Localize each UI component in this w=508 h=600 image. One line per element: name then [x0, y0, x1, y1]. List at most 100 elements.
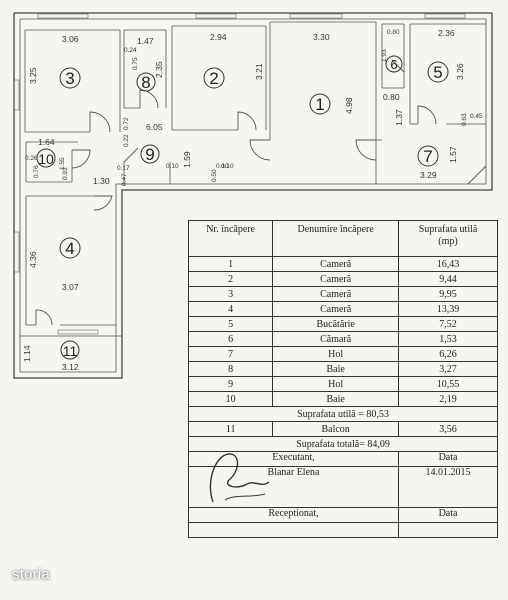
dim-r10-width: 1.64 [38, 137, 55, 147]
room-marker-9: 9 [140, 144, 160, 164]
svg-text:3: 3 [65, 69, 74, 88]
cell-nr: 8 [187, 361, 274, 377]
door-swings [35, 59, 487, 326]
svg-text:1: 1 [315, 95, 324, 114]
dim-r8-height: 2.35 [154, 61, 164, 78]
svg-text:2: 2 [209, 69, 218, 88]
cell-nr: 7 [187, 346, 274, 362]
dim-r11-height: 1.14 [22, 345, 32, 362]
dimension-labels: 3.06 3.25 1.47 0.24 0.75 2.35 2.94 3.21 … [22, 28, 483, 372]
cell-nr: 6 [187, 331, 274, 347]
cell-area: 3,56 [398, 421, 498, 437]
room-marker-2: 2 [203, 67, 225, 89]
dim-r7-width: 3.29 [420, 170, 437, 180]
dim-r1-height: 4.98 [344, 97, 354, 114]
cell-area: 10,55 [398, 376, 498, 392]
svg-text:4: 4 [65, 239, 74, 258]
dim-r8-width: 1.47 [137, 36, 154, 46]
svg-text:7: 7 [423, 147, 432, 166]
dim-r10-a: 0.26 [25, 155, 38, 162]
dim-r8-b: 0.75 [132, 57, 139, 70]
executant-name: Blanar Elena [187, 466, 400, 508]
cell-name: Hol [272, 376, 400, 392]
svg-text:11: 11 [63, 343, 78, 359]
interior-walls [20, 21, 486, 337]
dim-r7-b: 1.37 [394, 109, 404, 126]
cell-name: Cameră [272, 286, 400, 302]
header-area-label: Suprafata utilă [418, 224, 478, 235]
cell-name: Balcon [272, 421, 400, 437]
cell-nr: 10 [187, 391, 274, 407]
dim-r5-height: 3.26 [455, 63, 465, 80]
room-area-table: Nr. încăpere Denumire încăpere Suprafata… [187, 220, 498, 538]
dim-hall-e: 0.50 [211, 169, 218, 182]
header-name: Denumire încăpere [272, 220, 400, 257]
cell-area: 2,19 [398, 391, 498, 407]
cell-nr: 3 [187, 286, 274, 302]
room-marker-1: 1 [309, 93, 331, 115]
room-marker-3: 3 [59, 67, 81, 89]
svg-text:8: 8 [141, 73, 150, 92]
cell-name: Hol [272, 346, 400, 362]
dim-r10-c: 0.76 [33, 165, 40, 178]
room-marker-11: 11 [60, 340, 80, 360]
header-area-unit: (mp) [438, 236, 458, 247]
dim-r11-width: 3.12 [62, 362, 79, 372]
dim-r5-width: 2.36 [438, 28, 455, 38]
dim-r6-height: 1.93 [381, 49, 388, 62]
cell-name: Cameră [272, 271, 400, 287]
cell-nr: 4 [187, 301, 274, 317]
dim-r3-width: 3.06 [62, 34, 79, 44]
svg-text:5: 5 [433, 63, 442, 82]
dim-r8-a: 0.24 [124, 47, 137, 54]
executant-date: 14.01.2015 [398, 466, 498, 508]
dim-hall-d: 0.10 [216, 163, 229, 170]
dim-r9-b: 0.22 [123, 134, 130, 147]
table-row: 11 Balcon 3,56 [187, 421, 498, 437]
header-area: Suprafata utilă (mp) [398, 220, 498, 257]
room-marker-8: 8 [136, 72, 156, 92]
dim-r7-height: 1.57 [448, 146, 458, 163]
room-markers: 1 2 3 4 5 6 7 8 [36, 55, 449, 360]
cell-area: 9,44 [398, 271, 498, 287]
room-marker-10: 10 [36, 148, 56, 168]
outer-walls [13, 12, 493, 379]
cell-area: 3,27 [398, 361, 498, 377]
dim-r7-a: 0.80 [383, 92, 400, 102]
cell-nr: 5 [187, 316, 274, 332]
dim-hall-g: 1.30 [93, 176, 110, 186]
dim-r9-a: 0.72 [123, 117, 130, 130]
cell-area: 1,53 [398, 331, 498, 347]
dim-r10-d: 0.93 [62, 167, 69, 180]
header-nr: Nr. încăpere [187, 220, 274, 257]
cell-area: 9,95 [398, 286, 498, 302]
room-marker-6: 6 [385, 55, 403, 73]
dim-r7-c: 0.63 [461, 113, 468, 126]
dim-r1-width: 3.30 [313, 32, 330, 42]
cell-area: 13,39 [398, 301, 498, 317]
usable-total-row: Suprafata utilă = 80,53 [188, 406, 498, 422]
cell-name: Baie [272, 391, 400, 407]
cell-nr: 11 [187, 421, 274, 437]
cell-nr: 2 [187, 271, 274, 287]
dim-r10-b: 1.55 [59, 157, 66, 170]
room-marker-4: 4 [59, 237, 81, 259]
storia-logo: storia [12, 566, 50, 583]
receptionat-blank [187, 522, 400, 538]
receptionat-date-blank [398, 522, 498, 538]
cell-area: 7,52 [398, 316, 498, 332]
dim-r2-height: 3.21 [254, 63, 264, 80]
cell-area: 6,26 [398, 346, 498, 362]
cell-name: Baie [272, 361, 400, 377]
dim-r6-width: 0.80 [387, 29, 400, 36]
